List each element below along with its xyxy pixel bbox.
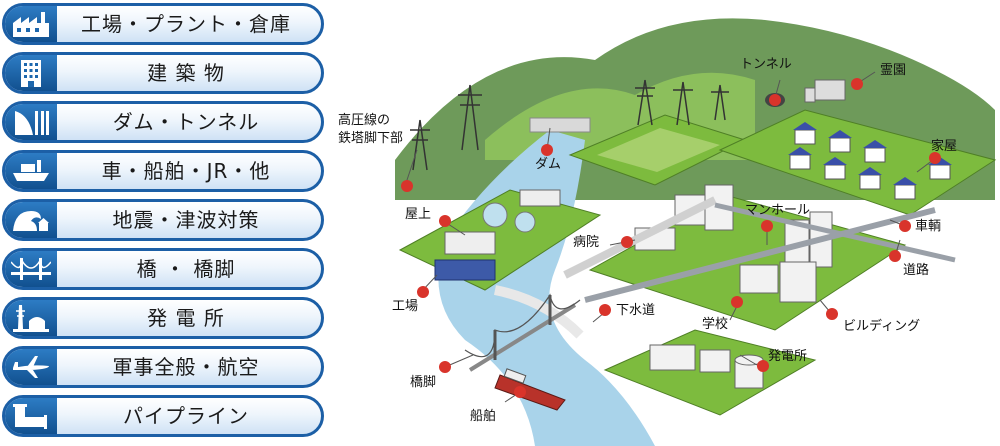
pin-hospital[interactable]	[609, 236, 636, 248]
pin-manhole[interactable]	[761, 220, 773, 245]
dam-structure	[529, 117, 591, 133]
location-pins	[401, 71, 941, 403]
houses	[789, 129, 951, 200]
menu-item-pipeline[interactable]: パイプライン	[2, 395, 324, 437]
label-factory: 工場	[392, 299, 418, 314]
menu-item-dam-tunnel[interactable]: ダム・トンネル	[2, 101, 324, 143]
menu-item-label: 車・船舶・JR・他	[101, 159, 271, 183]
suspension-bridge	[464, 293, 581, 372]
label-school: 学校	[702, 316, 728, 332]
menu-item-label: 地震・津波対策	[112, 208, 260, 232]
tsunami-icon	[5, 202, 57, 238]
menu-item-power-plant[interactable]: 発 電 所	[2, 297, 324, 339]
pin-rooftop[interactable]	[439, 215, 466, 236]
pin-house[interactable]	[916, 152, 941, 173]
pipe-icon	[5, 398, 57, 434]
pin-pylon[interactable]	[401, 149, 418, 192]
menu-item-military-aviation[interactable]: 軍事全般・航空	[2, 346, 324, 388]
pin-building[interactable]	[819, 299, 838, 320]
farmland-field	[597, 128, 720, 172]
pin-sewer[interactable]	[592, 304, 611, 323]
menu-item-bridge[interactable]: 橋 ・ 橋脚	[2, 248, 324, 290]
road-east	[714, 202, 956, 263]
menu-item-vehicle-ship[interactable]: 車・船舶・JR・他	[2, 150, 324, 192]
pin-power-plant[interactable]	[739, 354, 769, 372]
dam-icon	[5, 104, 57, 140]
pin-dam[interactable]	[541, 127, 553, 156]
city-map-illustration: トンネル 霊園 高圧線の 鉄塔脚下部 ダム 家屋 屋上 マンホール 車輌 病院 …	[338, 18, 997, 446]
pin-tunnel[interactable]	[769, 79, 781, 106]
airplane-icon	[5, 349, 57, 385]
menu-item-label: 発 電 所	[147, 306, 225, 330]
cemetery-structures	[804, 79, 846, 103]
label-hospital: 病院	[573, 235, 599, 250]
bridge-icon	[5, 251, 57, 287]
city-map: トンネル 霊園 高圧線の 鉄塔脚下部 ダム 家屋 屋上 マンホール 車輌 病院 …	[335, 0, 1000, 446]
menu-item-label: 軍事全般・航空	[112, 355, 260, 379]
pin-cemetery[interactable]	[851, 71, 876, 90]
menu-item-factory[interactable]: 工場・プラント・倉庫	[2, 3, 324, 45]
menu-item-label: 建 築 物	[147, 61, 225, 85]
power-plant-icon	[5, 300, 57, 336]
label-pylon-1: 高圧線の	[338, 112, 390, 128]
label-power-plant: 発電所	[768, 349, 807, 364]
label-cemetery: 霊園	[880, 63, 906, 78]
label-road: 道路	[903, 262, 929, 278]
power-pylons	[410, 79, 729, 171]
label-pylon-2: 鉄塔脚下部	[338, 130, 403, 146]
label-manhole: マンホール	[745, 203, 810, 218]
menu-item-label: 橋 ・ 橋脚	[136, 257, 236, 281]
pin-bridge-pier[interactable]	[439, 354, 474, 373]
label-vehicle: 車輌	[915, 219, 941, 234]
main-road	[563, 196, 717, 279]
ship-icon	[5, 153, 57, 189]
category-menu: 工場・プラント・倉庫 建 築 物 ダム・トンネル 車・船舶・JR・他 地震・津波…	[0, 0, 330, 446]
residential-block	[718, 109, 997, 216]
pin-factory[interactable]	[417, 274, 438, 298]
pin-vehicle[interactable]	[889, 219, 911, 232]
label-bridge-pier: 橋脚	[410, 374, 436, 390]
pin-road[interactable]	[889, 239, 901, 262]
cargo-ship	[494, 368, 566, 411]
label-rooftop: 屋上	[405, 207, 431, 222]
building-icon	[5, 55, 57, 91]
factory-buildings	[434, 189, 561, 281]
label-dam: ダム	[535, 157, 561, 172]
factory-icon	[5, 6, 57, 42]
label-house: 家屋	[931, 138, 957, 154]
label-ship: 船舶	[470, 408, 496, 424]
menu-item-label: パイプライン	[123, 404, 249, 428]
label-building: ビルディング	[843, 318, 920, 334]
menu-item-label: 工場・プラント・倉庫	[81, 12, 291, 36]
menu-item-earthquake[interactable]: 地震・津波対策	[2, 199, 324, 241]
menu-item-building[interactable]: 建 築 物	[2, 52, 324, 94]
label-tunnel: トンネル	[740, 57, 792, 72]
pin-ship[interactable]	[504, 386, 526, 403]
label-sewer: 下水道	[616, 303, 655, 318]
menu-item-label: ダム・トンネル	[112, 110, 260, 134]
highway	[584, 207, 936, 303]
pin-school[interactable]	[729, 296, 743, 321]
